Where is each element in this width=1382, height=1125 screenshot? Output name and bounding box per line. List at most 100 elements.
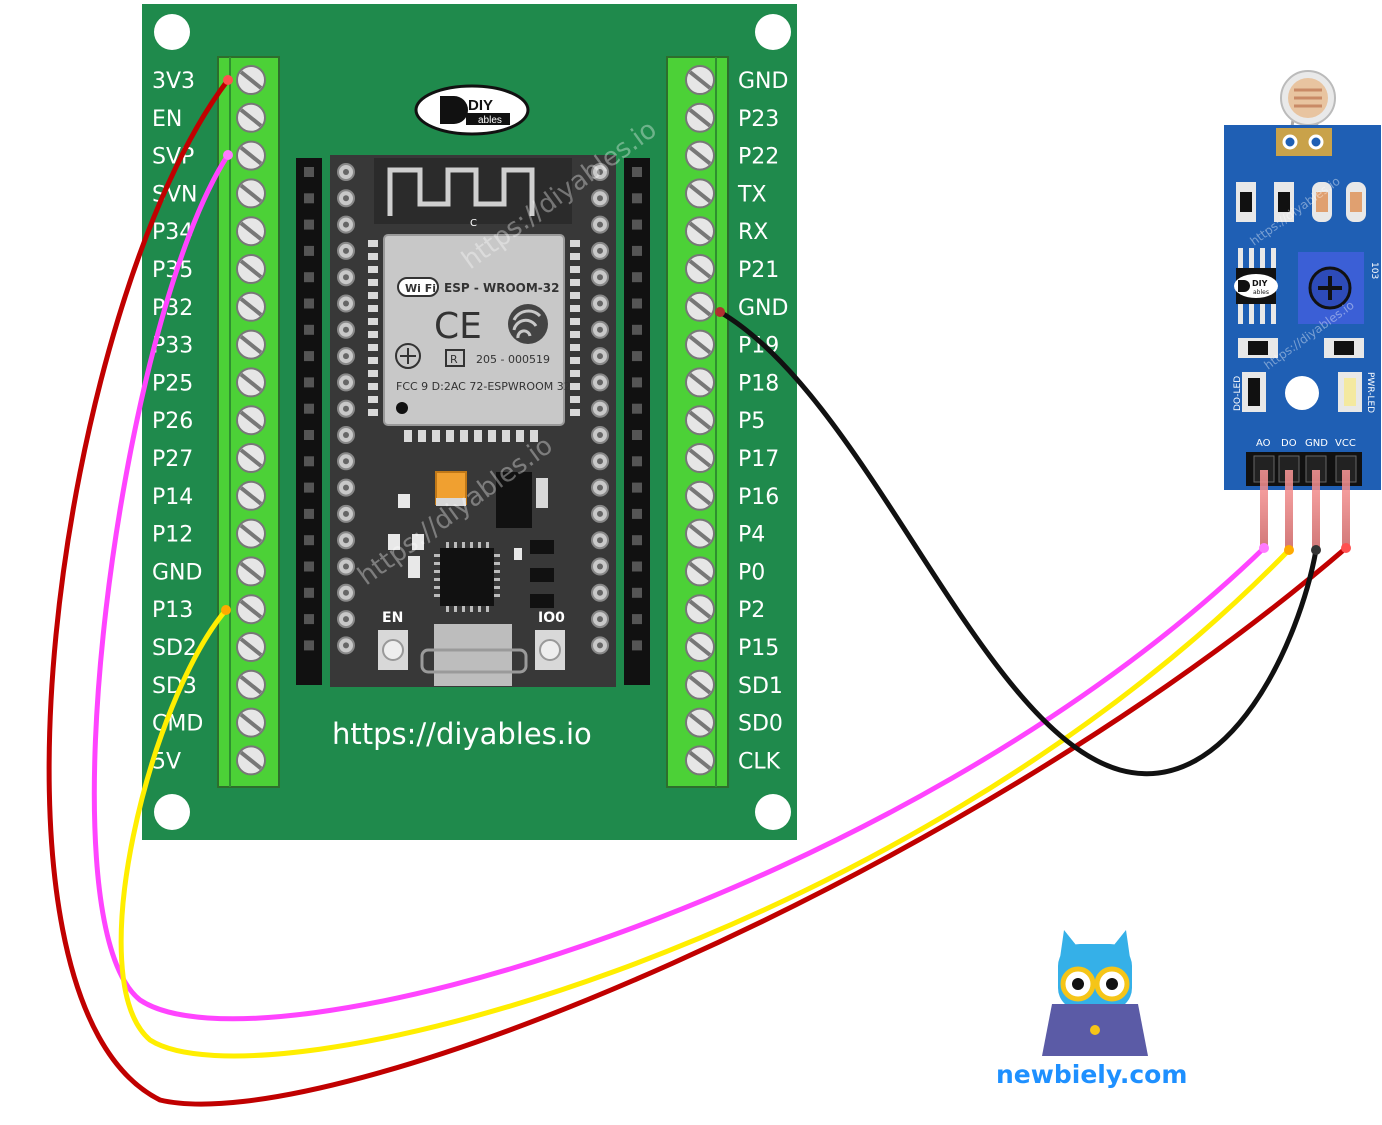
esp32-devkit: C Wi Fi ESP - WROOM-32 CE R 205 - 000519… [296,114,663,687]
sensor-pin [1260,470,1268,550]
screw-terminal [685,556,715,587]
right-pin-label: CLK [738,749,781,774]
en-button-label: EN [382,610,403,626]
right-pin-label: P18 [738,371,779,396]
antenna-trace [387,167,535,216]
screw-terminal [685,291,715,322]
module-fcc: FCC 9 D:2AC 72-ESPWROOM 32 [396,380,571,393]
left-pin-label: SD2 [152,636,197,661]
module-c: C [470,218,477,229]
right-pin-label: GND [738,69,788,94]
wire-p13-do [118,548,1291,1059]
screw-terminal [236,291,266,322]
r-mark: R [450,353,458,366]
right-pin-label: P17 [738,447,779,472]
screw-terminal [236,254,266,284]
wire-end-do [1284,545,1294,555]
left-pin-label: P32 [152,296,193,321]
sensor-logo-sub: ables [1253,289,1269,296]
light-sensor-module: DIY ables 103 DO-LED PWR-LED https://diy… [1224,70,1381,550]
board-url: https://diyables.io [332,717,592,751]
screw-terminal [685,216,715,247]
right-pin-label: P21 [738,258,779,283]
wifi-logo: Wi Fi [397,277,439,297]
screw-terminal [236,102,266,133]
screw-terminal [685,594,715,625]
pin1-dot [396,402,408,414]
screw-terminal [236,443,266,473]
screw-terminal [685,443,715,473]
right-pin-label: P5 [738,409,765,434]
module-pads [368,240,580,442]
devkit-right-header [624,158,650,685]
screw-terminal [685,632,715,662]
pwr-led-label: PWR-LED [1365,372,1375,413]
right-pin-label: GND [738,296,788,321]
sensor-pin [1312,470,1320,550]
right-screw-terminals [685,65,715,776]
screw-terminal [685,745,715,776]
comparator-ic: DIY ables [1230,245,1282,327]
wire-end-gnd [715,307,725,317]
wire-end-3v3 [223,75,233,85]
sensor-mount-hole [1285,376,1319,410]
screw-terminal [685,65,715,95]
right-pin-label: P23 [738,107,779,132]
wifi-text: Wi Fi [405,282,436,295]
io0-button[interactable] [535,630,565,670]
esp32-breakout-board: 3V3ENSVPSVNP34P35P32P33P25P26P27P14P12GN… [142,4,797,840]
left-pin-label: 3V3 [152,69,195,94]
right-pin-label: TX [737,182,767,207]
espressif-logo [508,304,548,344]
en-button[interactable] [378,630,408,670]
right-pin-label: RX [738,220,768,245]
left-pin-label: P13 [152,598,193,623]
sensor-logo-text: DIY [1252,279,1268,288]
screw-terminal [236,140,266,171]
screw-terminal [685,102,715,133]
right-pin-label: P2 [738,598,765,623]
mounting-hole [755,794,791,830]
screw-terminal [685,518,715,549]
wire-end-gnd-sensor [1311,545,1321,555]
brand-name: newbiely.com [996,1060,1187,1089]
screw-terminal [685,254,715,284]
sensor-pin-label: DO [1281,438,1297,449]
screw-terminal [236,707,266,738]
screw-terminal [685,480,715,511]
left-pin-label: P25 [152,371,193,396]
module-cert: 205 - 000519 [476,353,550,366]
screw-terminal [236,632,266,662]
do-led [1242,372,1266,412]
mounting-hole [755,14,791,50]
regulator [496,472,532,528]
diyables-logo: DIY ables [414,84,530,136]
screw-terminal [685,178,715,209]
devkit-pin-holes [337,163,609,655]
wire-gnd-gnd [718,309,1319,777]
left-pin-label: EN [152,107,182,132]
potentiometer[interactable]: 103 [1298,252,1379,324]
right-pin-label: P0 [738,560,765,585]
screw-terminal [236,367,266,398]
right-pin-label: P15 [738,636,779,661]
right-pin-label: P4 [738,523,765,548]
left-pin-label: SD3 [152,674,197,699]
left-pin-label: P27 [152,447,193,472]
smd-resistors [1236,182,1366,222]
sensor-pin-label: VCC [1335,438,1356,449]
mounting-hole [154,794,190,830]
logo-sub: ables [478,115,502,126]
screw-terminal [236,594,266,625]
screw-terminal [685,367,715,398]
left-pin-label: GND [152,560,202,585]
screw-terminal [236,669,266,700]
wire-end-vcc [1341,543,1351,553]
left-pin-label: P14 [152,485,193,510]
cert-logo [395,343,421,369]
screw-terminal [685,707,715,738]
left-pin-labels: 3V3ENSVPSVNP34P35P32P33P25P26P27P14P12GN… [152,69,203,774]
mounting-hole [154,14,190,50]
wires [46,75,1351,1107]
